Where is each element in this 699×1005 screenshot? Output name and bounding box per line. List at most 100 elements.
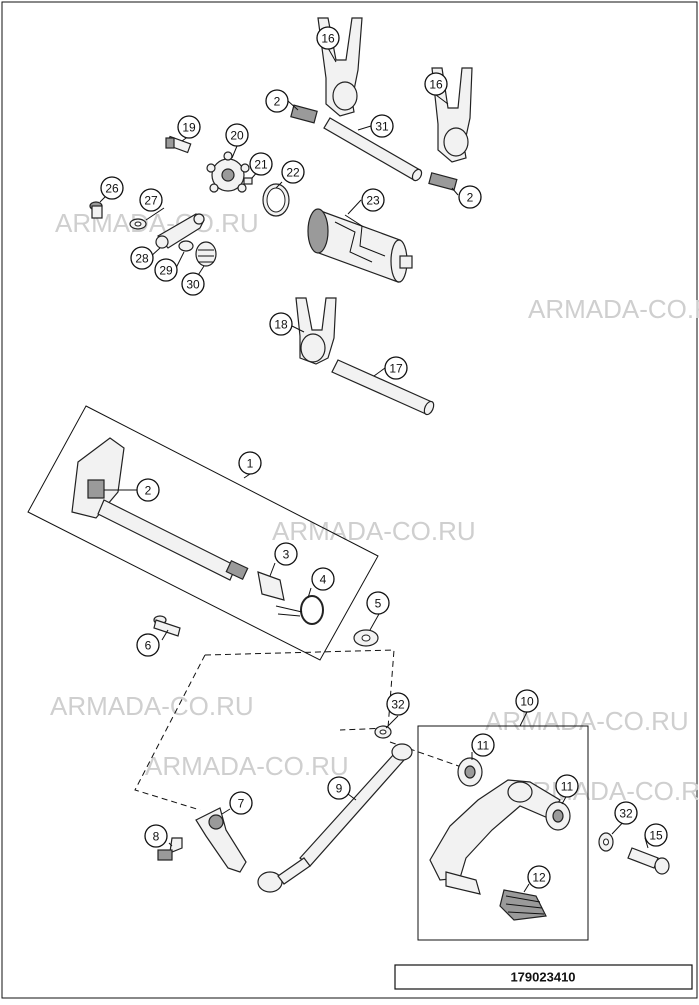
callout-21: 21: [249, 152, 273, 176]
washer-5: [353, 629, 379, 647]
callout-number: 21: [254, 158, 268, 172]
washer-32-right: [598, 832, 614, 852]
bushing-3: [257, 571, 285, 601]
callout-circle: [144, 824, 168, 848]
callout-15: 15: [644, 823, 668, 847]
ring-22: [262, 183, 290, 217]
callout-26: 26: [100, 176, 124, 200]
callout-circle: [274, 542, 298, 566]
shift-shaft-1: [71, 437, 249, 581]
callout-circle: [177, 115, 201, 139]
callout-layer: 1623116219202122262728293023181712345632…: [100, 26, 668, 889]
callout-16: 16: [424, 72, 448, 96]
callout-number: 10: [520, 695, 534, 709]
callout-circle: [458, 185, 482, 209]
callout-number: 6: [145, 639, 152, 653]
spring-2-shaft: [87, 479, 105, 499]
callout-circle: [614, 801, 638, 825]
watermark: ARMADA-CO.RU: [528, 294, 699, 324]
callout-number: 32: [619, 807, 633, 821]
callout-circle: [130, 246, 154, 270]
assembly-frame-1: [27, 405, 379, 661]
callout-11: 11: [471, 733, 495, 757]
callout-19: 19: [177, 115, 201, 139]
callout-circle: [225, 123, 249, 147]
watermark: ARMADA-CO.RU: [50, 691, 254, 721]
callout-number: 8: [153, 830, 160, 844]
callout-6: 6: [136, 633, 160, 657]
callout-number: 5: [375, 597, 382, 611]
callout-number: 16: [429, 78, 443, 92]
watermark: ARMADA-CO.RU: [272, 516, 476, 546]
bolt-8: [157, 837, 183, 861]
shift-drum-23: [307, 208, 413, 283]
washer-29: [178, 240, 194, 252]
callout-number: 3: [283, 548, 290, 562]
callout-circle: [311, 567, 335, 591]
callout-circle: [515, 689, 539, 713]
bearing-11-lower: [545, 801, 571, 831]
callout-29: 29: [154, 258, 178, 282]
callout-23: 23: [361, 188, 385, 212]
callout-circle: [181, 272, 205, 296]
callout-27: 27: [139, 188, 163, 212]
document-number-frame: [394, 964, 693, 990]
callout-number: 22: [286, 166, 300, 180]
watermark: ARMADA-CO.RU: [485, 706, 689, 736]
callout-circle: [139, 188, 163, 212]
callout-number: 32: [391, 698, 405, 712]
washer-27: [129, 218, 147, 230]
callout-number: 29: [159, 264, 173, 278]
bolt-15: [627, 847, 670, 875]
callout-number: 11: [561, 780, 574, 794]
callout-number: 11: [477, 739, 490, 753]
spring-4: [275, 595, 324, 625]
pin-6: [153, 615, 181, 637]
pin-21: [243, 177, 253, 185]
callout-circle: [327, 776, 351, 800]
assembly-frame-10: [417, 725, 589, 941]
callout-circle: [386, 692, 410, 716]
callout-11: 11: [555, 774, 579, 798]
callout-circle: [384, 356, 408, 380]
callout-circle: [100, 176, 124, 200]
callout-2: 2: [265, 89, 289, 113]
callout-number: 30: [186, 278, 200, 292]
callout-number: 31: [375, 120, 389, 134]
callout-circle: [136, 633, 160, 657]
callout-number: 23: [366, 194, 380, 208]
shift-fork-18: [295, 297, 337, 365]
callout-2: 2: [458, 185, 482, 209]
callout-number: 4: [320, 573, 327, 587]
shift-star-20: [206, 151, 250, 193]
callout-circle: [370, 114, 394, 138]
callout-16: 16: [316, 26, 340, 50]
callout-circle: [424, 72, 448, 96]
bearing-11-upper: [457, 757, 483, 787]
callout-9: 9: [327, 776, 351, 800]
callout-number: 18: [274, 318, 288, 332]
callout-number: 27: [144, 194, 158, 208]
callout-circle: [527, 865, 551, 889]
callout-8: 8: [144, 824, 168, 848]
callout-4: 4: [311, 567, 335, 591]
callout-circle: [265, 89, 289, 113]
callout-30: 30: [181, 272, 205, 296]
callout-circle: [366, 591, 390, 615]
callout-circle: [136, 478, 160, 502]
document-number: 179023410: [510, 970, 575, 985]
callout-number: 17: [389, 362, 403, 376]
callout-1: 1: [238, 451, 262, 475]
callout-number: 15: [649, 829, 663, 843]
watermark: ARMADA-CO.RU: [145, 751, 349, 781]
callout-number: 2: [145, 484, 152, 498]
pedal-rubber-12: [499, 889, 547, 921]
callout-17: 17: [384, 356, 408, 380]
callout-5: 5: [366, 591, 390, 615]
callout-circle: [644, 823, 668, 847]
callout-number: 7: [238, 797, 245, 811]
callout-circle: [238, 451, 262, 475]
callout-number: 9: [336, 782, 343, 796]
shift-rod-9: [257, 743, 413, 893]
